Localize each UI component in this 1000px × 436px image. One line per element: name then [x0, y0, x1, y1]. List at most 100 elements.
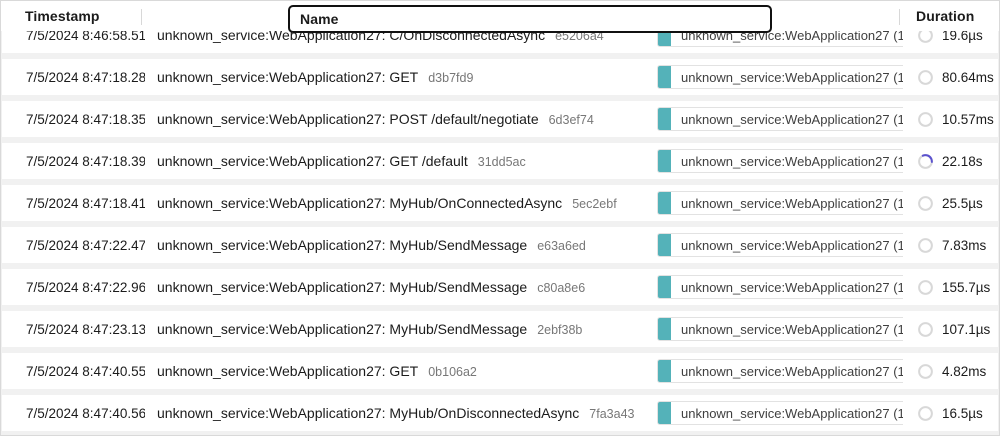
row-spans-cell: unknown_service:WebApplication27 (1)	[645, 317, 903, 341]
row-timestamp: 7/5/2024 8:47:23.13...	[26, 321, 145, 337]
resource-color-swatch-icon	[658, 108, 671, 130]
row-name-cell: unknown_service:WebApplication27: MyHub/…	[145, 321, 645, 337]
resource-span-badge-label: unknown_service:WebApplication27 (1)	[681, 405, 903, 421]
row-duration-cell: 16.5µs	[903, 405, 999, 422]
table-row[interactable]: 7/5/2024 8:47:23.13... unknown_service:W…	[2, 311, 998, 347]
column-header-timestamp-label: Timestamp	[25, 8, 100, 24]
resource-color-swatch-icon	[658, 150, 671, 172]
row-timestamp: 7/5/2024 8:47:22.96...	[26, 279, 145, 295]
duration-progress-circle-icon	[917, 195, 934, 212]
row-trace-name: unknown_service:WebApplication27: MyHub/…	[157, 279, 528, 295]
resource-span-badge-label: unknown_service:WebApplication27 (1)	[681, 363, 903, 379]
row-timestamp: 7/5/2024 8:46:58.51...	[26, 27, 145, 43]
row-spans-cell: unknown_service:WebApplication27 (1)	[645, 359, 903, 383]
row-duration-value: 25.5µs	[942, 195, 983, 211]
row-trace-id: 7fa3a43	[589, 407, 635, 421]
column-divider	[899, 9, 900, 25]
row-timestamp: 7/5/2024 8:47:18.35...	[26, 111, 145, 127]
duration-progress-circle-icon	[917, 321, 934, 338]
row-duration-value: 22.18s	[942, 153, 983, 169]
column-header-timestamp[interactable]: Timestamp	[1, 1, 144, 31]
row-timestamp: 7/5/2024 8:47:18.28...	[26, 69, 145, 85]
resource-span-badge[interactable]: unknown_service:WebApplication27 (1)	[657, 107, 903, 131]
resource-span-badge[interactable]: unknown_service:WebApplication27 (1)	[657, 65, 903, 89]
resource-span-badge[interactable]: unknown_service:WebApplication27 (1)	[657, 233, 903, 257]
table-row[interactable]: 7/5/2024 8:47:18.41... unknown_service:W…	[2, 185, 998, 221]
row-trace-name: unknown_service:WebApplication27: GET	[157, 69, 419, 85]
row-timestamp: 7/5/2024 8:47:40.56...	[26, 405, 145, 421]
table-row[interactable]: 7/5/2024 8:47:22.47... unknown_service:W…	[2, 227, 998, 263]
table-row[interactable]: 7/5/2024 8:47:40.56... unknown_service:W…	[2, 395, 998, 431]
row-trace-name: unknown_service:WebApplication27: MyHub/…	[157, 237, 528, 253]
resource-span-badge[interactable]: unknown_service:WebApplication27 (1)	[657, 401, 903, 425]
column-header-duration[interactable]: Duration	[902, 1, 999, 31]
row-name-cell: unknown_service:WebApplication27: POST /…	[145, 111, 645, 127]
resource-color-swatch-icon	[658, 276, 671, 298]
row-name-cell: unknown_service:WebApplication27: GET d3b…	[145, 69, 645, 85]
row-duration-cell: 107.1µs	[903, 321, 999, 338]
row-timestamp: 7/5/2024 8:47:18.39...	[26, 153, 145, 169]
row-duration-value: 155.7µs	[942, 279, 991, 295]
column-header-duration-label: Duration	[916, 8, 975, 24]
row-timestamp: 7/5/2024 8:47:22.47...	[26, 237, 145, 253]
row-duration-value: 7.83ms	[942, 237, 987, 253]
row-duration-value: 107.1µs	[942, 321, 991, 337]
row-spans-cell: unknown_service:WebApplication27 (1)	[645, 191, 903, 215]
row-trace-id: d3b7fd9	[428, 71, 474, 85]
duration-progress-circle-icon	[917, 405, 934, 422]
column-header-name-label: Name	[300, 11, 339, 27]
row-duration-cell: 4.82ms	[903, 363, 999, 380]
table-row[interactable]: 7/5/2024 8:47:18.35... unknown_service:W…	[2, 101, 998, 137]
row-trace-id: 2ebf38b	[537, 323, 583, 337]
column-header-name-focus-ring[interactable]: Name	[288, 5, 772, 33]
resource-color-swatch-icon	[658, 66, 671, 88]
resource-span-badge-label: unknown_service:WebApplication27 (1)	[681, 111, 903, 127]
row-name-cell: unknown_service:WebApplication27: MyHub/…	[145, 237, 645, 253]
row-spans-cell: unknown_service:WebApplication27 (1)	[645, 107, 903, 131]
row-timestamp: 7/5/2024 8:47:18.41...	[26, 195, 145, 211]
resource-span-badge-label: unknown_service:WebApplication27 (1)	[681, 69, 903, 85]
resource-span-badge[interactable]: unknown_service:WebApplication27 (1)	[657, 191, 903, 215]
table-row[interactable]: 7/5/2024 8:47:22.96... unknown_service:W…	[2, 269, 998, 305]
row-duration-cell: 10.57ms	[903, 111, 999, 128]
resource-span-badge[interactable]: unknown_service:WebApplication27 (1)	[657, 359, 903, 383]
row-name-cell: unknown_service:WebApplication27: MyHub/…	[145, 195, 645, 211]
duration-progress-circle-icon	[917, 111, 934, 128]
resource-span-badge-label: unknown_service:WebApplication27 (1)	[681, 195, 903, 211]
row-trace-name: unknown_service:WebApplication27: GET /d…	[157, 153, 468, 169]
row-duration-cell: 22.18s	[903, 153, 999, 170]
row-trace-id: 6d3ef74	[548, 113, 594, 127]
resource-span-badge-label: unknown_service:WebApplication27 (1)	[681, 237, 903, 253]
row-trace-name: unknown_service:WebApplication27: MyHub/…	[157, 195, 563, 211]
resource-color-swatch-icon	[658, 192, 671, 214]
duration-progress-circle-icon	[917, 237, 934, 254]
row-name-cell: unknown_service:WebApplication27: MyHub/…	[145, 405, 645, 421]
row-spans-cell: unknown_service:WebApplication27 (1)	[645, 149, 903, 173]
row-duration-value: 19.6µs	[942, 27, 983, 43]
column-header-name[interactable]: Name	[144, 1, 772, 33]
resource-span-badge-label: unknown_service:WebApplication27 (1)	[681, 321, 903, 337]
resource-color-swatch-icon	[658, 360, 671, 382]
row-trace-id: c80a8e6	[537, 281, 586, 295]
table-row[interactable]: 7/5/2024 8:47:40.55... unknown_service:W…	[2, 353, 998, 389]
resource-span-badge[interactable]: unknown_service:WebApplication27 (1)	[657, 149, 903, 173]
row-timestamp: 7/5/2024 8:47:40.55...	[26, 363, 145, 379]
resource-span-badge-label: unknown_service:WebApplication27 (1)	[681, 153, 903, 169]
row-duration-value: 16.5µs	[942, 405, 983, 421]
resource-span-badge[interactable]: unknown_service:WebApplication27 (1)	[657, 275, 903, 299]
table-row[interactable]: 7/5/2024 8:47:18.28... unknown_service:W…	[2, 59, 998, 95]
row-spans-cell: unknown_service:WebApplication27 (1)	[645, 275, 903, 299]
row-duration-value: 80.64ms	[942, 69, 994, 85]
row-trace-id: 5ec2ebf	[572, 197, 617, 211]
row-duration-cell: 25.5µs	[903, 195, 999, 212]
row-name-cell: unknown_service:WebApplication27: MyHub/…	[145, 279, 645, 295]
duration-progress-circle-icon	[917, 363, 934, 380]
resource-span-badge[interactable]: unknown_service:WebApplication27 (1)	[657, 317, 903, 341]
table-row[interactable]: 7/5/2024 8:47:18.39... unknown_service:W…	[2, 143, 998, 179]
row-name-cell: unknown_service:WebApplication27: GET /d…	[145, 153, 645, 169]
row-duration-value: 4.82ms	[942, 363, 987, 379]
row-spans-cell: unknown_service:WebApplication27 (1)	[645, 233, 903, 257]
duration-progress-circle-icon	[917, 153, 934, 170]
